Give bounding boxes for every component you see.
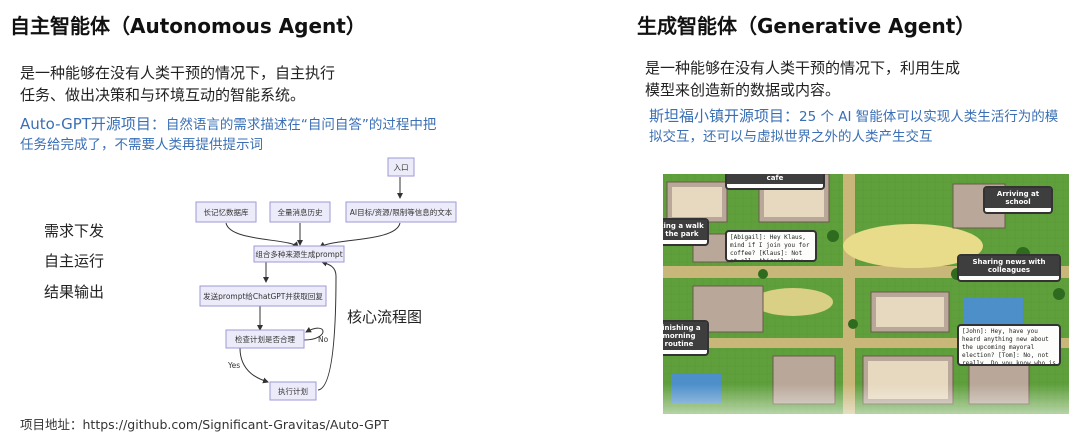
generative-agent-title: 生成智能体（Generative Agent） [637, 14, 976, 38]
side-label-request: 需求下发 [44, 222, 105, 240]
node-entry [387, 157, 415, 177]
autogpt-project-title: Auto-GPT开源项目： [20, 115, 166, 133]
node-execute-label: 执行计划 [278, 386, 308, 396]
node-full-history [269, 201, 331, 223]
smallville-map: Joining for coffee at a cafe Taking a wa… [663, 174, 1069, 414]
node-goals-label: AI目标/资源/限制等信息的文本 [350, 207, 453, 217]
node-full-history-label: 全量消息历史 [278, 207, 323, 217]
edge-label-no: No [318, 335, 329, 344]
edge-execute-combine [317, 260, 337, 391]
node-send-label: 发送prompt给ChatGPT并获取回复 [203, 291, 323, 301]
bubble-walk: Taking a walk in the park [663, 218, 709, 246]
stanford-project-title: 斯坦福小镇开源项目： [649, 107, 800, 125]
edge-memory-combine [225, 222, 299, 248]
bubble-news: Sharing news with colleagues [957, 254, 1061, 282]
node-send [199, 285, 327, 307]
node-goals [345, 201, 457, 223]
node-combine [253, 245, 345, 263]
node-check-label: 检查计划是否合理 [235, 334, 295, 344]
bubble-morning: Finishing a morning routine [663, 320, 709, 356]
autogpt-flowchart: 入口 长记忆数据库 全量消息历史 AI目标/资源/限制等信息的文本 组合多种来源… [195, 157, 457, 401]
node-execute [269, 381, 317, 401]
bubble-dialog-john-tom: [John]: Hey, have you heard anything new… [957, 324, 1061, 366]
node-long-memory-label: 长记忆数据库 [204, 207, 249, 217]
edge-goals-combine [319, 222, 401, 248]
node-check [225, 329, 305, 349]
edge-label-yes: Yes [227, 361, 240, 370]
bubble-dialog-abigail-klaus: [Abigail]: Hey Klaus, mind if I join you… [725, 230, 817, 262]
autonomous-agent-description: 是一种能够在没有人类干预的情况下，自主执行 任务、做出决策和与环境互动的智能系统… [20, 64, 336, 104]
generative-agent-description: 是一种能够在没有人类干预的情况下，利用生成 模型来创造新的数据或内容。 [645, 59, 961, 99]
core-flow-label: 核心流程图 [347, 308, 423, 326]
autogpt-project-note: Auto-GPT开源项目：自然语言的需求描述在“自问自答”的过程中把 任务给完成… [20, 115, 437, 153]
side-label-autonomous-run: 自主运行 [44, 252, 105, 270]
bubble-school: Arriving at school [983, 186, 1053, 214]
bubble-coffee: Joining for coffee at a cafe [725, 174, 825, 190]
side-label-result-output: 结果输出 [44, 283, 105, 301]
autonomous-agent-title: 自主智能体（Autonomous Agent） [10, 14, 366, 38]
project-url: 项目地址：https://github.com/Significant-Grav… [20, 417, 389, 432]
stanford-project-note: 斯坦福小镇开源项目：25 个 AI 智能体可以实现人类生活行为的模 拟交互，还可… [649, 107, 1059, 145]
node-long-memory [195, 201, 257, 223]
edge-check-yes-execute [239, 347, 269, 384]
edge-check-no-loop [303, 326, 324, 341]
map-fade-overlay [640, 384, 1080, 436]
node-combine-label: 组合多种来源生成prompt [255, 249, 342, 259]
node-entry-label: 入口 [394, 163, 409, 172]
